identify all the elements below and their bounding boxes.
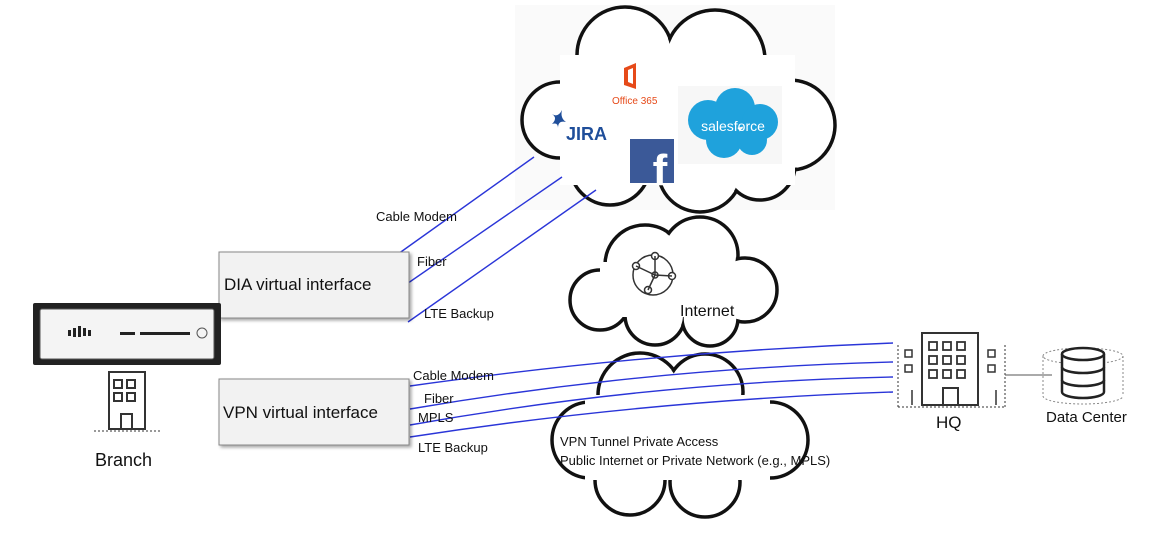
jira-logo: JIRA — [552, 110, 607, 144]
data-center-label: Data Center — [1046, 409, 1127, 426]
dia-link-fiber — [397, 176, 563, 291]
vpn-link-cable — [409, 342, 894, 387]
jira-icon — [552, 110, 566, 128]
vpn-label-fiber: Fiber — [424, 391, 454, 406]
dia-interface-box: DIA virtual interface — [218, 251, 410, 319]
vpn-label-mpls: MPLS — [418, 410, 454, 425]
vpn-interface-label: VPN virtual interface — [223, 403, 378, 422]
database-icon — [1042, 346, 1124, 405]
vpn-interface-box: VPN virtual interface — [218, 378, 410, 446]
vpn-links — [409, 342, 894, 438]
dia-link-cable — [397, 156, 535, 255]
facebook-logo: f — [630, 139, 674, 195]
dia-interface-label: DIA virtual interface — [224, 275, 371, 294]
vpn-link-fiber — [409, 361, 894, 410]
appliance-icon — [33, 303, 221, 365]
saas-cloud: Office 365 JIRA salesforce f — [515, 5, 837, 214]
vpn-link-lte — [409, 391, 894, 438]
hq-building-icon — [897, 332, 1006, 408]
office-icon — [624, 63, 636, 89]
vpn-link-mpls — [409, 376, 894, 426]
vpn-cloud-line1: VPN Tunnel Private Access — [560, 434, 719, 449]
internet-cloud: Internet — [568, 215, 779, 348]
office365-logo: Office 365 — [612, 63, 658, 107]
vpn-cloud-line2: Public Internet or Private Network (e.g.… — [560, 453, 830, 468]
globe-icon — [631, 251, 677, 296]
dia-label-fiber: Fiber — [417, 254, 447, 269]
dia-label-lte: LTE Backup — [424, 306, 494, 321]
salesforce-label: salesforce — [701, 118, 765, 134]
dia-link-lte — [407, 189, 597, 323]
vpn-label-cable: Cable Modem — [413, 368, 494, 383]
branch-building-icon — [94, 371, 162, 432]
facebook-icon — [630, 139, 674, 183]
internet-label: Internet — [680, 303, 735, 320]
facebook-label: f — [653, 146, 668, 195]
vpn-label-lte: LTE Backup — [418, 440, 488, 455]
dia-links — [397, 156, 597, 323]
jira-label: JIRA — [566, 124, 607, 144]
hq-label: HQ — [936, 413, 962, 432]
salesforce-icon — [688, 88, 778, 158]
salesforce-logo: salesforce — [678, 86, 782, 164]
office365-label: Office 365 — [612, 96, 658, 107]
dia-label-cable: Cable Modem — [376, 209, 457, 224]
branch-label: Branch — [95, 450, 152, 470]
